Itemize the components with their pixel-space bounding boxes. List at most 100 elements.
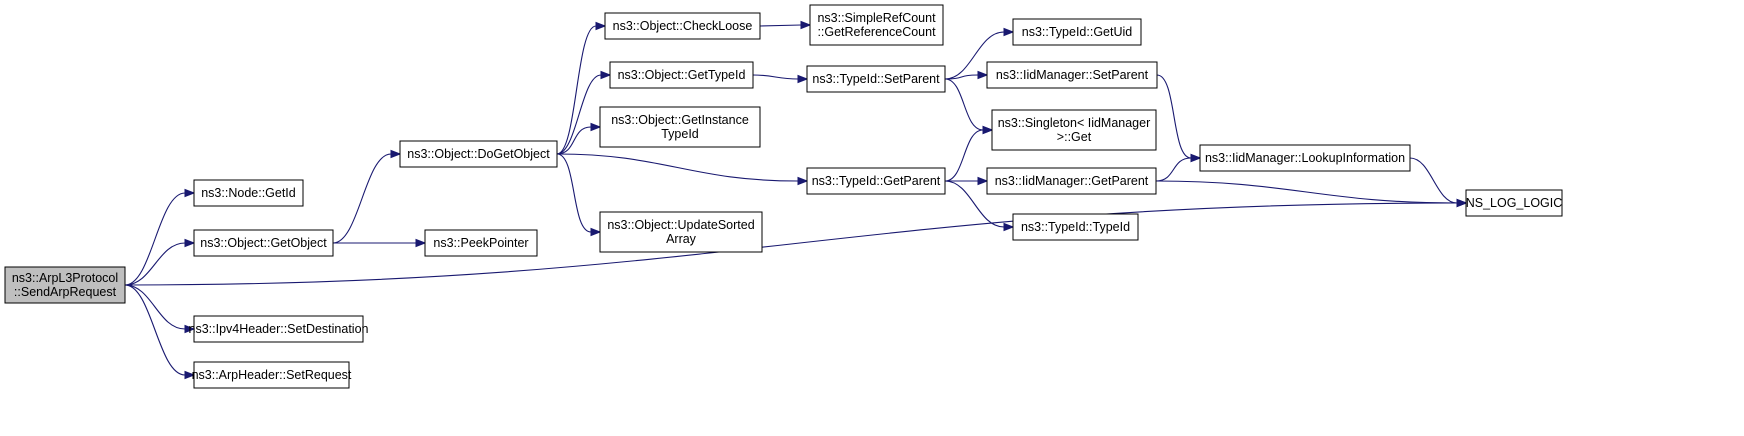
node-box bbox=[4, 266, 126, 304]
edge-dogetobject-to-gettypeid bbox=[556, 74, 602, 155]
node-typeid-ctor[interactable]: ns3::TypeId::TypeId bbox=[1012, 213, 1139, 241]
node-box bbox=[193, 179, 304, 207]
node-box bbox=[599, 211, 763, 253]
arrowhead-icon bbox=[415, 238, 427, 248]
arrowhead-icon bbox=[797, 176, 809, 186]
node-lookup[interactable]: ns3::IidManager::LookupInformation bbox=[1199, 144, 1411, 172]
node-gettypeid[interactable]: ns3::Object::GetTypeId bbox=[609, 61, 754, 89]
node-label: ns3::Singleton< IidManager bbox=[998, 116, 1151, 130]
node-label: ns3::Object::GetTypeId bbox=[618, 68, 746, 82]
node-singleton[interactable]: ns3::Singleton< IidManager >::Get bbox=[991, 109, 1157, 151]
node-label: ns3::SimpleRefCount bbox=[817, 11, 936, 25]
edge-dogetobject-to-tid-getparent bbox=[556, 153, 799, 182]
node-getobject[interactable]: ns3::Object::GetObject bbox=[193, 229, 334, 257]
node-label: ns3::IidManager::GetParent bbox=[995, 174, 1149, 188]
node-label: ns3::Object::GetObject bbox=[200, 236, 327, 250]
arrowhead-icon bbox=[184, 370, 196, 380]
node-label: >::Get bbox=[1057, 130, 1092, 144]
edge-dogetobject-to-checkloose bbox=[556, 25, 597, 155]
node-label: ns3::Object::UpdateSorted bbox=[607, 218, 754, 232]
arrowhead-icon bbox=[1003, 27, 1015, 37]
node-label: ns3::ArpL3Protocol bbox=[12, 271, 118, 285]
node-checkloose[interactable]: ns3::Object::CheckLoose bbox=[604, 12, 761, 40]
edge-getobject-to-dogetobject bbox=[332, 153, 392, 244]
node-label: ns3::TypeId::SetParent bbox=[812, 72, 940, 86]
edge-root-to-setdest bbox=[124, 284, 186, 330]
node-box bbox=[193, 315, 364, 343]
node-label: ns3::IidManager::SetParent bbox=[996, 68, 1149, 82]
edge-tid-getparent-to-singleton bbox=[944, 129, 984, 182]
node-getid[interactable]: ns3::Node::GetId bbox=[193, 179, 304, 207]
node-root[interactable]: ns3::ArpL3Protocol::SendArpRequest bbox=[4, 266, 126, 304]
edge-lookup-to-nslog bbox=[1409, 157, 1458, 204]
node-iid-getparent[interactable]: ns3::IidManager::GetParent bbox=[986, 167, 1157, 195]
arrowhead-icon bbox=[595, 21, 607, 31]
node-box bbox=[609, 61, 754, 89]
node-iid-setparent[interactable]: ns3::IidManager::SetParent bbox=[986, 61, 1158, 89]
node-box bbox=[809, 4, 944, 46]
arrowhead-icon bbox=[184, 238, 196, 248]
arrowhead-icon bbox=[1190, 153, 1202, 163]
node-box bbox=[1199, 144, 1411, 172]
node-box bbox=[599, 106, 761, 148]
edge-root-to-setrequest bbox=[124, 284, 186, 376]
arrowhead-icon bbox=[800, 20, 812, 30]
arrowhead-icon bbox=[977, 70, 989, 80]
node-box bbox=[986, 61, 1158, 89]
node-label: ns3::Object::CheckLoose bbox=[613, 19, 753, 33]
arrowhead-icon bbox=[982, 125, 994, 135]
node-label: Array bbox=[666, 232, 697, 246]
node-getuid[interactable]: ns3::TypeId::GetUid bbox=[1012, 18, 1142, 46]
node-box bbox=[806, 65, 946, 93]
node-tid-getparent[interactable]: ns3::TypeId::GetParent bbox=[806, 167, 946, 195]
node-box bbox=[424, 229, 538, 257]
node-setrequest[interactable]: ns3::ArpHeader::SetRequest bbox=[192, 361, 352, 389]
node-label: ns3::Object::DoGetObject bbox=[407, 147, 550, 161]
edge-tid-getparent-to-typeid-ctor bbox=[944, 180, 1005, 228]
node-nslog[interactable]: NS_LOG_LOGIC bbox=[1465, 189, 1563, 217]
arrowhead-icon bbox=[600, 70, 612, 80]
arrowhead-icon bbox=[797, 74, 809, 84]
arrowhead-icon bbox=[1003, 222, 1015, 232]
node-label: ::GetReferenceCount bbox=[817, 25, 936, 39]
node-getrefcount[interactable]: ns3::SimpleRefCount::GetReferenceCount bbox=[809, 4, 944, 46]
node-label: ::SendArpRequest bbox=[14, 285, 117, 299]
node-box bbox=[399, 140, 558, 168]
edge-root-to-nslog bbox=[124, 202, 1458, 286]
node-box bbox=[806, 167, 946, 195]
node-label: ns3::TypeId::GetParent bbox=[812, 174, 941, 188]
edge-root-to-getobject bbox=[124, 242, 186, 286]
edge-iid-getparent-to-lookup bbox=[1155, 157, 1192, 182]
edge-checkloose-to-getrefcount bbox=[759, 24, 802, 27]
arrowhead-icon bbox=[184, 188, 196, 198]
node-peekpointer[interactable]: ns3::PeekPointer bbox=[424, 229, 538, 257]
edge-tid-setparent-to-iid-setparent bbox=[944, 74, 979, 80]
edge-tid-setparent-to-singleton bbox=[944, 78, 984, 131]
edges-layer bbox=[124, 20, 1468, 380]
edge-iid-getparent-to-nslog bbox=[1155, 180, 1458, 204]
node-box bbox=[986, 167, 1157, 195]
edge-gettypeid-to-tid-setparent bbox=[752, 74, 799, 80]
edge-tid-setparent-to-getuid bbox=[944, 31, 1005, 80]
node-label: ns3::IidManager::LookupInformation bbox=[1205, 151, 1405, 165]
node-label: ns3::Node::GetId bbox=[201, 186, 296, 200]
node-label: ns3::TypeId::TypeId bbox=[1021, 220, 1130, 234]
node-setdest[interactable]: ns3::Ipv4Header::SetDestination bbox=[189, 315, 369, 343]
node-label: TypeId bbox=[661, 127, 699, 141]
edge-dogetobject-to-updatesorted bbox=[556, 153, 592, 233]
arrowhead-icon bbox=[590, 122, 602, 132]
arrowhead-icon bbox=[390, 149, 402, 159]
node-box bbox=[193, 229, 334, 257]
edge-root-to-getid bbox=[124, 192, 186, 286]
arrowhead-icon bbox=[1456, 198, 1468, 208]
node-box bbox=[1012, 213, 1139, 241]
node-label: ns3::PeekPointer bbox=[433, 236, 528, 250]
nodes-layer: ns3::ArpL3Protocol::SendArpRequest ns3::N… bbox=[4, 4, 1563, 389]
node-label: ns3::ArpHeader::SetRequest bbox=[192, 368, 352, 382]
edge-dogetobject-to-getinstancetypeid bbox=[556, 126, 592, 155]
node-tid-setparent[interactable]: ns3::TypeId::SetParent bbox=[806, 65, 946, 93]
node-dogetobject[interactable]: ns3::Object::DoGetObject bbox=[399, 140, 558, 168]
